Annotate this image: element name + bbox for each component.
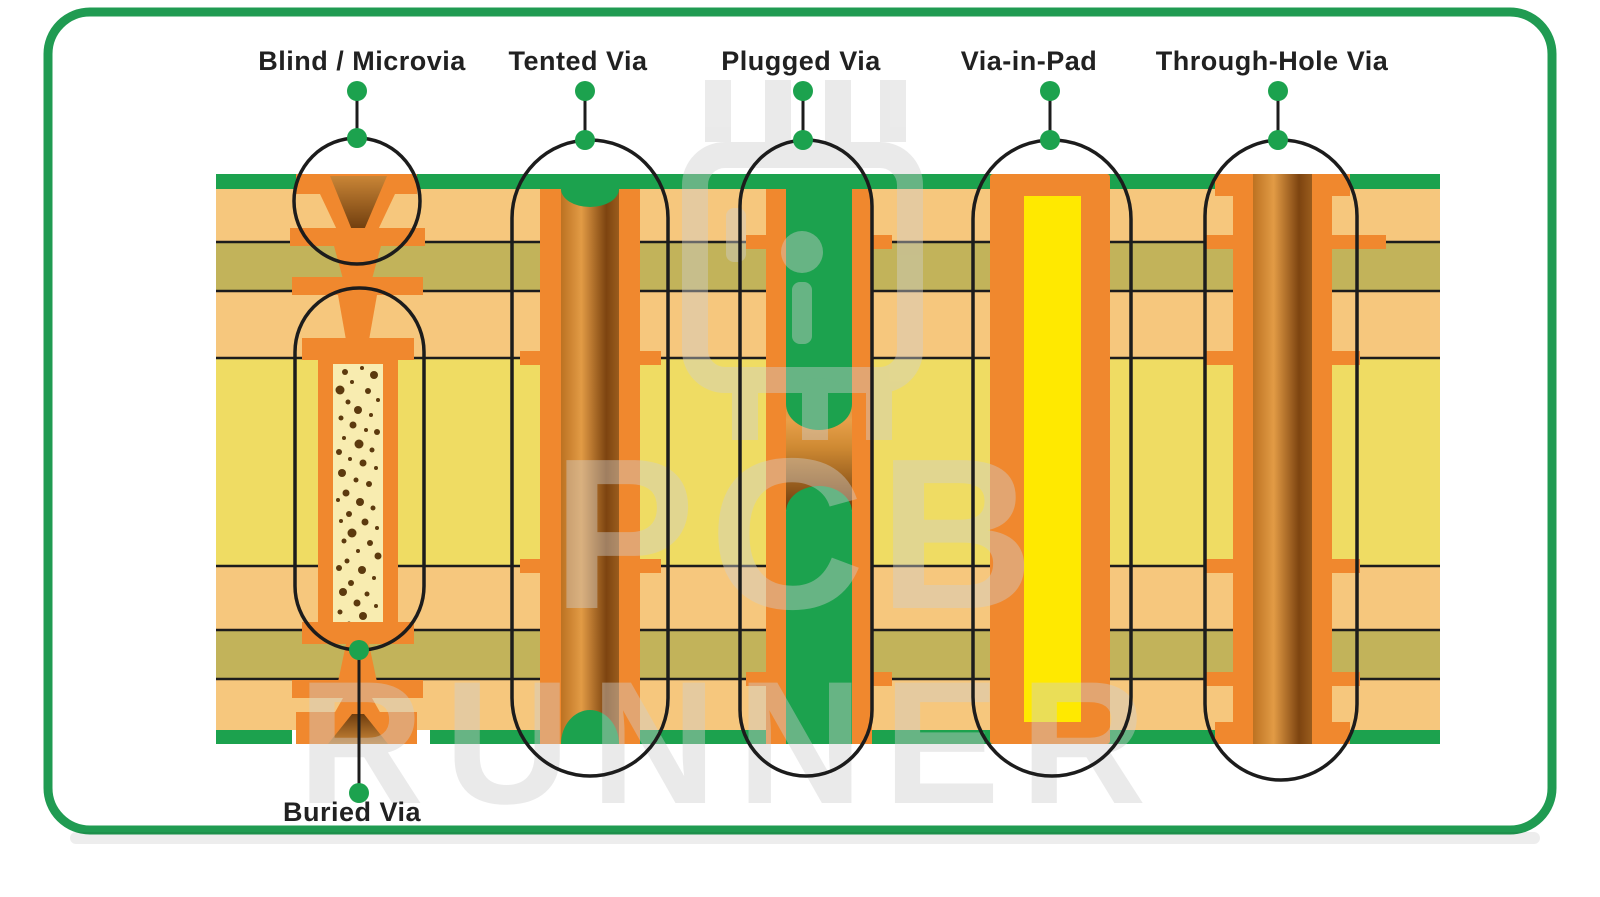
- tent-cap-top: [561, 174, 619, 207]
- layer-solder-mask-top: [216, 174, 298, 189]
- watermark-word2: RUNNER: [298, 646, 1167, 841]
- layer-solder-mask-top: [415, 174, 1440, 189]
- via-in-pad-label-dot: [1040, 81, 1060, 101]
- label-blind-microvia: Blind / Microvia: [258, 46, 466, 76]
- plugged-loop-dot: [793, 130, 813, 150]
- via-in-pad-structure: [990, 174, 1110, 744]
- through-hole-drill-hole: [1253, 174, 1312, 744]
- tented-via-hole: [561, 189, 619, 744]
- blind-microvia-structure: [290, 174, 425, 340]
- plugged-label-dot: [793, 81, 813, 101]
- label-buried-via: Buried Via: [283, 797, 422, 827]
- buried-label-dot: [349, 783, 369, 803]
- through-hole-wall-left: [1233, 196, 1253, 722]
- watermark-word1: PCB: [552, 413, 1048, 654]
- through-hole-loop-dot: [1268, 130, 1288, 150]
- label-through-hole-via: Through-Hole Via: [1156, 46, 1389, 76]
- buried-loop-dot: [349, 640, 369, 660]
- via-in-pad-fill: [1024, 196, 1081, 722]
- buried-via-structure: [302, 338, 414, 644]
- tented-via-structure: [520, 174, 661, 744]
- plugged-via-wall-right: [852, 189, 872, 744]
- tented-via-wall-right: [619, 189, 640, 744]
- through-hole-via-structure: [1205, 174, 1386, 744]
- plugged-via-structure: [746, 174, 892, 744]
- blind-loop-dot: [347, 128, 367, 148]
- plug-top: [786, 378, 852, 430]
- watermark: PCB RUNNER: [298, 80, 1167, 841]
- microvia-drill-hole: [330, 176, 387, 230]
- label-via-in-pad: Via-in-Pad: [961, 46, 1098, 76]
- label-tented-via: Tented Via: [508, 46, 648, 76]
- blind-label-dot: [347, 81, 367, 101]
- callout-connectors: [347, 81, 1288, 803]
- plugged-via-wall-left: [766, 189, 786, 744]
- via-labels: Blind / Microvia Tented Via Plugged Via …: [258, 46, 1389, 827]
- layer-solder-mask-bottom: [216, 730, 292, 744]
- via-in-pad-loop-dot: [1040, 130, 1060, 150]
- tent-cap-bottom: [561, 710, 619, 744]
- layer-solder-mask-bottom: [430, 730, 1440, 744]
- label-plugged-via: Plugged Via: [721, 46, 881, 76]
- through-hole-label-dot: [1268, 81, 1288, 101]
- chip-icon: [682, 80, 923, 440]
- callout-loops: [292, 136, 1359, 782]
- tented-label-dot: [575, 81, 595, 101]
- tented-via-wall-left: [540, 189, 561, 744]
- tented-loop-dot: [575, 130, 595, 150]
- through-hole-wall-right: [1312, 196, 1332, 722]
- frame-shadow: [70, 832, 1540, 844]
